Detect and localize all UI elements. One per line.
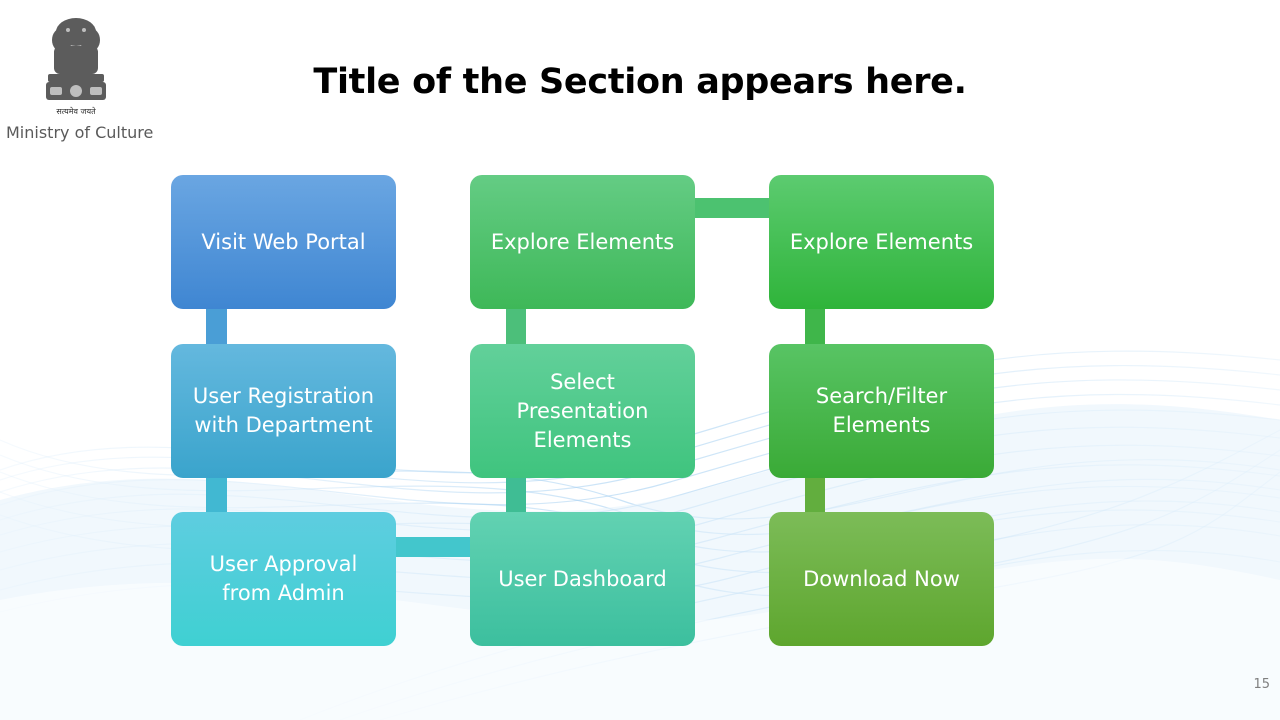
step-explore-elements-1: Explore Elements bbox=[470, 175, 695, 309]
connector-c3-2-3 bbox=[805, 477, 825, 514]
step-visit-web-portal: Visit Web Portal bbox=[171, 175, 396, 309]
connector-c2-to-c3-top bbox=[693, 198, 771, 218]
step-search-filter-elements: Search/Filter Elements bbox=[769, 344, 994, 478]
connector-c1-to-c2-bottom bbox=[394, 537, 472, 557]
section-title: Title of the Section appears here. bbox=[313, 62, 967, 102]
ministry-label: Ministry of Culture bbox=[6, 123, 154, 142]
step-user-dashboard: User Dashboard bbox=[470, 512, 695, 646]
connector-c2-2-1 bbox=[506, 308, 526, 346]
step-user-approval: User Approval from Admin bbox=[171, 512, 396, 646]
step-user-registration: User Registration with Department bbox=[171, 344, 396, 478]
connector-c1-2-3 bbox=[206, 477, 227, 514]
emblem-motto: सत्यमेव जयते bbox=[56, 106, 96, 116]
page-number: 15 bbox=[1253, 677, 1270, 692]
connector-c2-3-2 bbox=[506, 477, 526, 514]
national-emblem-icon: सत्यमेव जयते bbox=[46, 18, 106, 116]
step-explore-elements-2: Explore Elements bbox=[769, 175, 994, 309]
connector-c3-1-2 bbox=[805, 308, 825, 346]
step-download-now: Download Now bbox=[769, 512, 994, 646]
connector-c1-1-2 bbox=[206, 308, 227, 346]
step-select-presentation-elements: Select Presentation Elements bbox=[470, 344, 695, 478]
